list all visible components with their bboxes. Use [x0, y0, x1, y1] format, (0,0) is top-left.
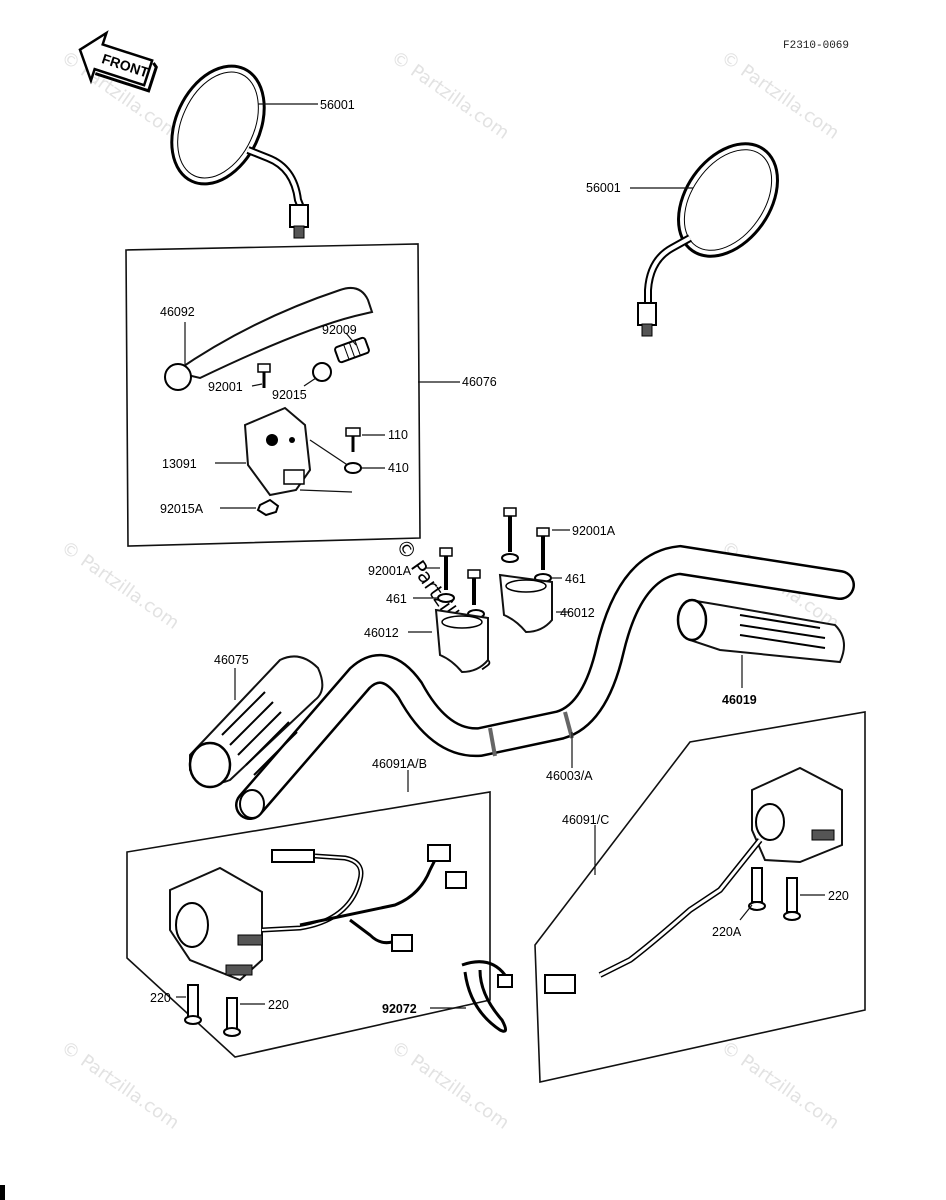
mirror-right: [630, 142, 779, 337]
callout-410: 410: [388, 461, 409, 475]
switch-left: [169, 844, 467, 982]
grip-right: [676, 598, 845, 688]
lever-bracket: [243, 406, 356, 497]
washer-410: [344, 462, 362, 474]
mirror-left: [170, 64, 318, 239]
watermark: © Partzilla.com: [717, 47, 843, 144]
watermark: © Partzilla.com: [57, 537, 183, 634]
watermark: © Partzilla.com: [387, 1037, 513, 1134]
switch-left-box: [126, 791, 491, 1058]
callout-46091ab: 46091A/B: [372, 757, 427, 771]
callout-46076: 46076: [462, 375, 497, 389]
switch-right: [544, 766, 843, 994]
handlebar-holder-right: [498, 573, 553, 634]
callout-46075: 46075: [214, 653, 249, 667]
screws-220-left: [176, 984, 265, 1037]
clutch-lever: [164, 287, 374, 391]
callout-461-left: 461: [386, 592, 407, 606]
handlebar: [235, 544, 855, 820]
callout-46091c: 46091/C: [562, 813, 609, 827]
callout-92015: 92015: [272, 388, 307, 402]
holder-bolts: [437, 507, 552, 619]
callout-220a: 220A: [712, 925, 742, 939]
adjuster: [334, 336, 370, 364]
callout-46012-right: 46012: [560, 606, 595, 620]
callout-56001-left: 56001: [320, 98, 355, 112]
callout-461-right: 461: [565, 572, 586, 586]
callout-56001-right: 56001: [586, 181, 621, 195]
callout-46003a: 46003/A: [546, 769, 593, 783]
watermark: © Partzilla.com: [387, 47, 513, 144]
callout-92001a-left: 92001A: [368, 564, 412, 578]
wire-clamp: [430, 960, 513, 1033]
switch-right-box: [534, 711, 866, 1083]
callout-92001: 92001: [208, 380, 243, 394]
callout-92001a-right: 92001A: [572, 524, 616, 538]
callout-220-right: 220: [828, 889, 849, 903]
lever-assy-box: [125, 243, 421, 547]
bolt-92001: [257, 363, 271, 388]
handlebar-holder-left: [434, 608, 489, 674]
callout-92015a: 92015A: [160, 502, 204, 516]
callout-92072: 92072: [382, 1002, 417, 1016]
bolt-110: [345, 427, 361, 452]
watermark: © Partzilla.com: [717, 1037, 843, 1134]
callout-110: 110: [388, 428, 408, 442]
callout-92009: 92009: [322, 323, 357, 337]
callout-46092: 46092: [160, 305, 195, 319]
edge-mark: [0, 1185, 5, 1200]
grip-left: [188, 655, 324, 789]
diagram-code: F2310-0069: [783, 40, 849, 52]
callout-220-a: 220: [150, 991, 171, 1005]
washer-92015: [312, 362, 332, 382]
callout-46012-left: 46012: [364, 626, 399, 640]
screws-right: [739, 867, 825, 921]
callout-220-b: 220: [268, 998, 289, 1012]
callout-13091: 13091: [162, 457, 197, 471]
callout-46019: 46019: [722, 693, 757, 707]
nut-92015a: [256, 498, 280, 517]
watermark: © Partzilla.com: [57, 1037, 183, 1134]
